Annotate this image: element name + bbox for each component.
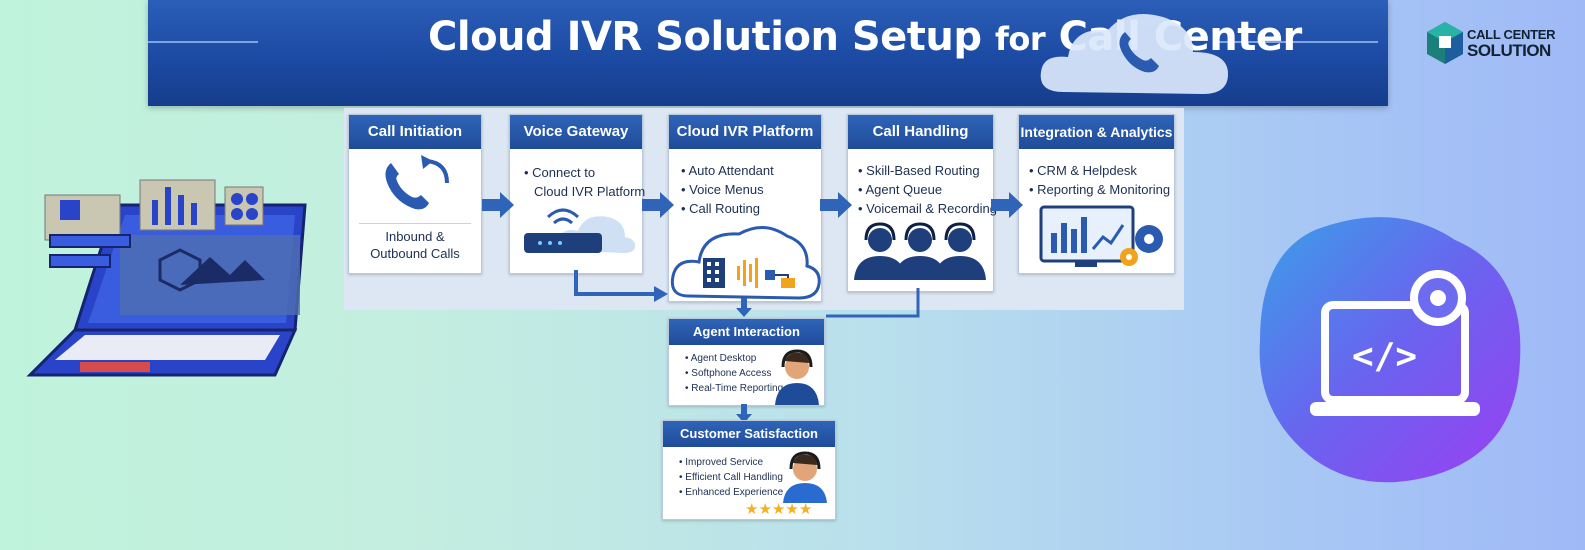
- star-icon: ★: [785, 501, 799, 518]
- title-banner: Cloud IVR Solution Setup for Call Center: [148, 0, 1388, 106]
- customer-satisfaction-bullet: Improved Service: [679, 455, 835, 470]
- step-title: Call Initiation: [349, 115, 481, 149]
- agent-interaction-title: Agent Interaction: [669, 319, 824, 345]
- agent-interaction-bullet: Agent Desktop: [685, 351, 824, 366]
- laptop-dashboard-illustration: [26, 179, 307, 377]
- banner-divider-left: [148, 41, 258, 43]
- customer-satisfaction-bullet: Enhanced Experience: [679, 485, 835, 500]
- step-bullet: Voice Menus: [681, 180, 821, 199]
- step-bullet: Reporting & Monitoring: [1029, 180, 1174, 199]
- step-bullet: Connect to: [524, 163, 642, 182]
- step-integration-analytics: Integration & Analytics CRM & Helpdesk R…: [1018, 114, 1175, 274]
- agent-interaction-box: Agent Interaction Agent Desktop Softphon…: [668, 318, 825, 406]
- phone-icon: [385, 155, 449, 210]
- step-cloud-ivr-platform: Cloud IVR Platform Auto Attendant Voice …: [668, 114, 822, 302]
- star-icon: ★: [771, 501, 786, 518]
- arrow-right-icon: [820, 192, 852, 218]
- logo-text-top: CALL CENTER: [1467, 27, 1556, 42]
- connector-arrow-icon: [574, 270, 668, 302]
- customer-satisfaction-bullet: Efficient Call Handling: [679, 470, 835, 485]
- agents-icon: [854, 222, 986, 280]
- analytics-monitor-icon: [1039, 205, 1163, 267]
- agent-smiling-icon: [783, 451, 827, 503]
- step-bullet-cont: Cloud IVR Platform: [534, 184, 646, 199]
- step-bullet: Voicemail & Recording: [858, 199, 997, 218]
- arrow-right-icon: [991, 192, 1023, 218]
- banner-title-for: for: [994, 20, 1046, 58]
- star-icon: ★: [758, 501, 772, 518]
- step-call-handling: Call Handling Skill-Based Routing Agent …: [847, 114, 997, 292]
- step-bullet: Skill-Based Routing: [858, 161, 993, 180]
- banner-title-main: Cloud IVR Solution Setup: [428, 14, 982, 60]
- step-title: Call Handling: [848, 115, 993, 149]
- cloud-phone-icon: [1040, 13, 1228, 95]
- star-icon: ★: [798, 501, 813, 518]
- step-voice-gateway: Voice Gateway Connect to Cloud IVR Platf…: [509, 114, 646, 274]
- logo-text-bottom: SOLUTION: [1467, 41, 1551, 60]
- hexagon-logo-icon: [1427, 22, 1463, 64]
- star-icon: ★: [745, 501, 759, 518]
- banner-divider-right: [1218, 41, 1378, 43]
- arrow-right-icon: [642, 192, 674, 218]
- step-bullet: CRM & Helpdesk: [1029, 161, 1174, 180]
- customer-satisfaction-box: Customer Satisfaction Improved Service E…: [662, 420, 836, 520]
- arrow-right-icon: [482, 192, 514, 218]
- router-cloud-icon: [524, 208, 636, 253]
- arrow-down-icon: [736, 404, 752, 423]
- banner-title: Cloud IVR Solution Setup for Call Center: [428, 14, 1302, 60]
- step-title: Integration & Analytics: [1019, 115, 1174, 149]
- step-text-line: Outbound Calls: [370, 246, 460, 261]
- customer-satisfaction-title: Customer Satisfaction: [663, 421, 835, 447]
- brand-logo: CALL CENTER SOLUTION: [1425, 20, 1575, 70]
- agent-headset-icon: [775, 349, 819, 405]
- step-call-initiation: Call Initiation Inbound & Outbound Calls: [348, 114, 482, 274]
- agent-interaction-bullet: Real-Time Reporting: [685, 381, 824, 396]
- agent-interaction-bullet: Softphone Access: [685, 366, 824, 381]
- step-bullet: Call Routing: [681, 199, 821, 218]
- step-bullet: Auto Attendant: [681, 161, 821, 180]
- step-bullet: Agent Queue: [858, 180, 993, 199]
- cloud-ivr-icon: [670, 226, 821, 300]
- star-rating: ★★★★★: [745, 501, 812, 519]
- step-title: Cloud IVR Platform: [669, 115, 821, 149]
- connector-line-icon: [826, 288, 920, 318]
- code-settings-illustration: </>: [1259, 217, 1521, 483]
- svg-text:</>: </>: [1352, 336, 1417, 377]
- step-title: Voice Gateway: [510, 115, 642, 149]
- arrow-down-icon: [736, 298, 752, 317]
- step-text-line: Inbound &: [385, 229, 445, 244]
